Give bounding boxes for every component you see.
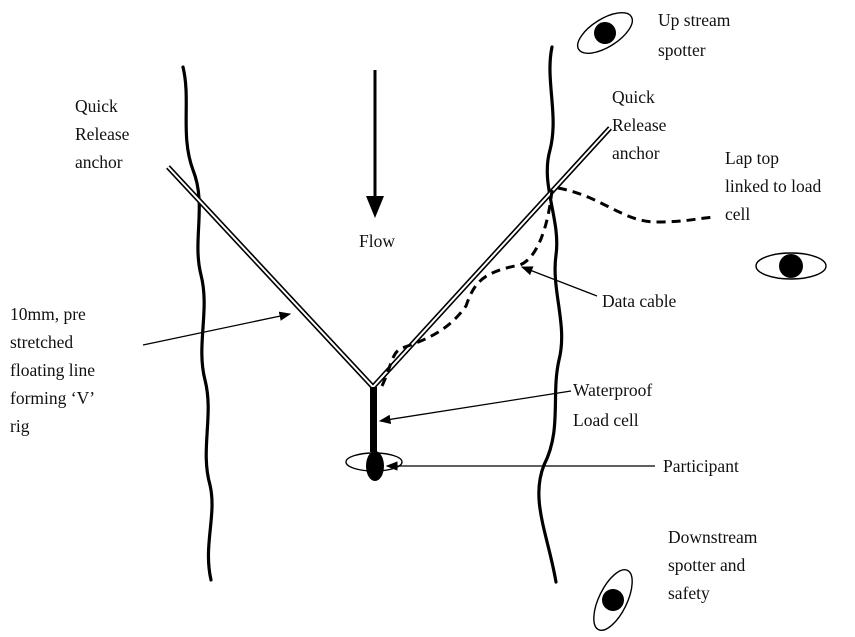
participant-label: Participant [663,456,739,476]
data-cable-pointer [520,266,598,297]
upstream-spotter-eye-icon [576,12,634,54]
load-cell-label: Waterproof Load cell [573,380,657,430]
downstream-spotter-eye-icon [593,569,633,631]
flow-arrow [366,70,384,218]
downstream-spotter-label: Downstream spotter and safety [668,527,762,603]
upstream-spotter-label: Up stream spotter [658,10,735,60]
floating-line-label: 10mm, pre stretched floating line formin… [10,304,99,436]
laptop-label: Lap top linked to load cell [725,148,826,224]
laptop-link-cable [557,186,715,224]
load-cell [370,387,377,452]
flow-label: Flow [359,231,395,251]
right-riverbank [537,45,564,584]
data-cable [380,189,554,387]
right-anchor-label: Quick Release anchor [612,87,671,163]
v-rig-floating-line [166,126,612,391]
left-anchor-label: Quick Release anchor [75,96,134,172]
load-cell-pointer [378,390,572,424]
floating-line-pointer [142,311,292,346]
participant-icon [345,451,403,481]
data-cable-label: Data cable [602,291,677,311]
laptop-spotter-eye-icon [755,252,827,280]
left-riverbank [181,65,214,582]
